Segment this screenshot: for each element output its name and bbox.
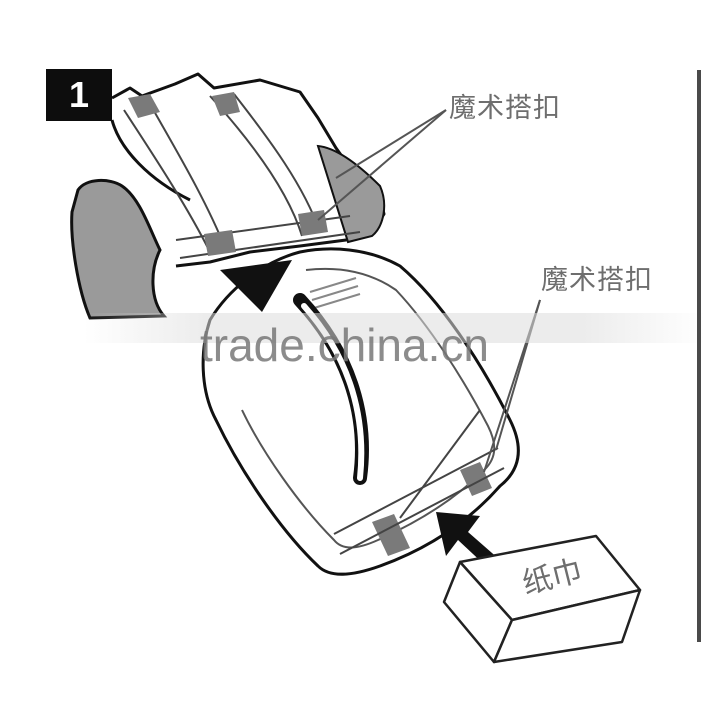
straps-lower xyxy=(333,409,505,555)
pouch-label-lines xyxy=(309,277,361,309)
callout-leaders-upper xyxy=(317,109,447,221)
right-edge-bar xyxy=(697,70,701,642)
left-side-pad xyxy=(70,179,168,320)
watermark-text: trade.china.cn xyxy=(200,319,489,371)
right-side-pad xyxy=(316,144,386,244)
velcro-patches-upper xyxy=(128,92,328,256)
velcro-callout-lower: 魔术搭扣 xyxy=(541,265,653,296)
tissue-box xyxy=(442,534,642,664)
velcro-callout-upper: 魔术搭扣 xyxy=(449,93,561,124)
insert-arrow-icon xyxy=(436,512,500,568)
step-number-badge: 1 xyxy=(46,69,112,121)
velcro-patches-lower xyxy=(372,462,492,556)
watermark-band xyxy=(84,313,705,343)
